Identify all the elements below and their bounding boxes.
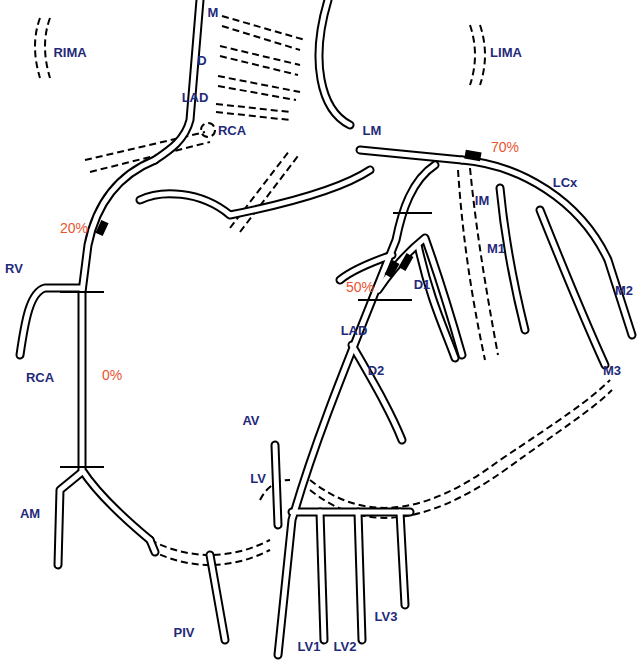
vessel-label: AM: [20, 507, 40, 520]
vessel-label: LM: [363, 124, 382, 137]
vessel-label: D: [197, 54, 206, 67]
vessel-label: AV: [242, 414, 259, 427]
vessels: [20, 0, 632, 655]
vessel-label: D2: [368, 364, 385, 377]
vessel-label: RCA: [26, 371, 54, 384]
vessel-label: LV: [250, 472, 266, 485]
vessel-label: RV: [5, 262, 23, 275]
stenosis-percent: 50%: [346, 280, 374, 294]
vessel-label: M3: [603, 364, 621, 377]
stenosis-marks: [60, 151, 480, 467]
vessel-label: M2: [615, 284, 633, 297]
vessel-label: M1: [487, 242, 505, 255]
vessel-label: M: [208, 6, 219, 19]
vessel-label: IM: [475, 194, 489, 207]
vessel-label: RCA: [218, 124, 246, 137]
vessel-label: LV1: [298, 640, 321, 653]
stenosis-percent: 20%: [60, 221, 88, 235]
vessel-label: D1: [414, 278, 431, 291]
stenosis-percent: 70%: [491, 140, 519, 154]
vessel-label: RIMA: [53, 46, 86, 59]
vessel-label: LAD: [341, 324, 368, 337]
vessel-label: LV3: [375, 610, 398, 623]
vessel-label: LV2: [334, 640, 357, 653]
vessel-label: PIV: [174, 626, 195, 639]
vessel-label: LCx: [553, 176, 578, 189]
vessel-label: LIMA: [490, 46, 522, 59]
vessel-label: LAD: [182, 91, 209, 104]
stenosis-percent: 0%: [102, 368, 122, 382]
